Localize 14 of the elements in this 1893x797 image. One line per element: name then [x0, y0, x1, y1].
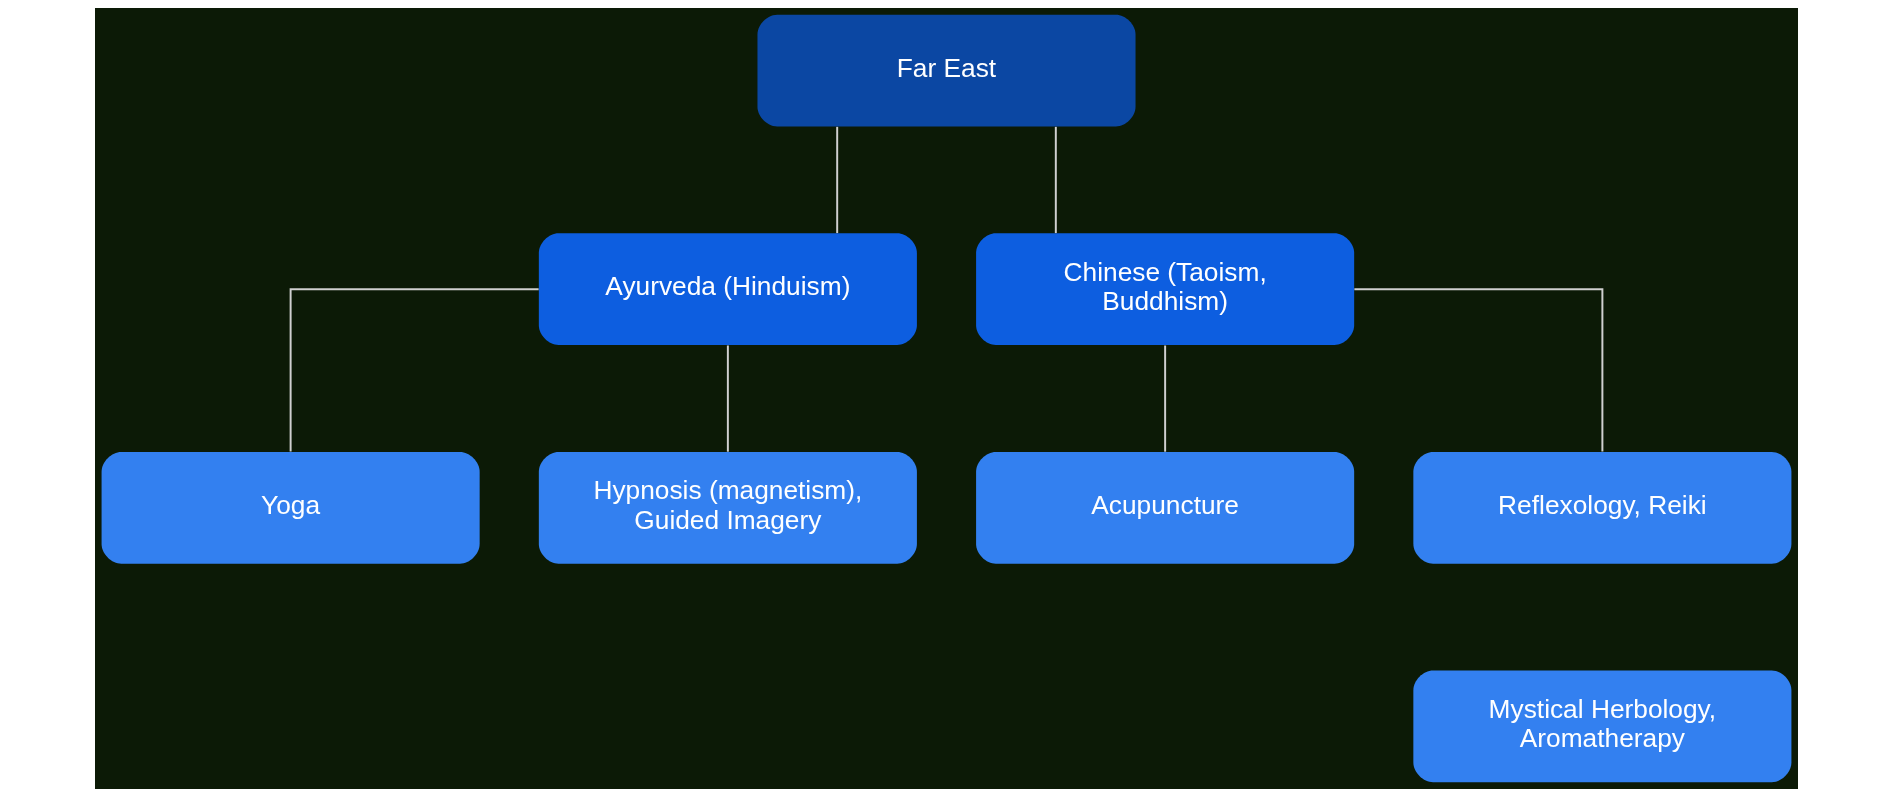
node-box: Ayurveda (Hinduism): [538, 233, 917, 346]
node-box: Reflexology, Reiki: [1413, 451, 1792, 564]
connector: [1164, 344, 1167, 453]
node-box: Mystical Herbology, Aromatherapy: [1413, 670, 1792, 783]
connector: [1054, 125, 1057, 235]
connector: [1353, 288, 1604, 453]
connector: [289, 288, 540, 453]
node-box: Hypnosis (magnetism), Guided Imagery: [538, 451, 917, 564]
node-box: Chinese (Taoism, Buddhism): [976, 233, 1355, 346]
connector: [836, 125, 839, 235]
connector: [726, 344, 729, 453]
node-box: Yoga: [101, 451, 480, 564]
node-box: Far East: [757, 14, 1136, 127]
node-box: Acupuncture: [976, 451, 1355, 564]
